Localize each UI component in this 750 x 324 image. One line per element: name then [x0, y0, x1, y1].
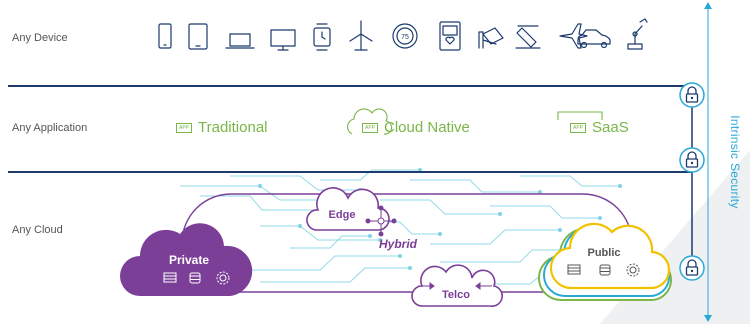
wind-turbine-icon [349, 20, 373, 51]
row-label-cloud: Any Cloud [12, 224, 63, 236]
app-icon: APP [176, 122, 193, 133]
cloud-native-cloud-outline [347, 108, 393, 135]
device-icons [158, 18, 648, 51]
thermostat-value: 75 [401, 34, 409, 41]
saas-frame [557, 111, 603, 120]
edge-cloud [306, 187, 397, 237]
car-icon [577, 29, 611, 49]
medical-monitor-icon [439, 21, 461, 51]
telco-cloud-label: Telco [442, 289, 470, 301]
hybrid-label: Hybrid [379, 237, 418, 251]
smartphone-icon [158, 23, 172, 49]
intrinsic-security-label: Intrinsic Security [728, 115, 742, 209]
private-cloud [120, 223, 253, 296]
row-label-device: Any Device [12, 32, 68, 44]
app-traditional: APP Traditional [176, 119, 268, 136]
row-label-application: Any Application [12, 122, 88, 134]
public-cloud-label: Public [587, 247, 620, 259]
thermostat-icon [392, 23, 418, 49]
app-traditional-label: Traditional [198, 119, 268, 136]
security-axis [704, 2, 712, 322]
laptop-icon [225, 33, 255, 49]
padlock-badge-top [679, 82, 705, 108]
edge-cloud-label: Edge [329, 209, 356, 221]
app-saas-label: SaaS [592, 119, 629, 136]
smartwatch-icon [313, 23, 331, 51]
padlock-badge-middle [679, 147, 705, 173]
monitor-icon [270, 29, 296, 51]
private-cloud-label: Private [169, 253, 209, 267]
drone-icon [515, 25, 541, 49]
app-icon: APP [362, 122, 379, 133]
airplane-icon [559, 23, 588, 49]
app-saas: APP SaaS [570, 119, 629, 136]
app-icon: APP [570, 122, 587, 133]
robot-arm-icon [627, 18, 648, 50]
app-cloud-native-label: Cloud Native [384, 119, 470, 136]
tablet-icon [188, 23, 208, 50]
security-camera-icon [478, 27, 504, 49]
public-cloud [538, 222, 673, 302]
app-cloud-native: APP Cloud Native [362, 119, 470, 136]
padlock-badge-bottom [679, 255, 705, 281]
telco-cloud [411, 264, 503, 307]
